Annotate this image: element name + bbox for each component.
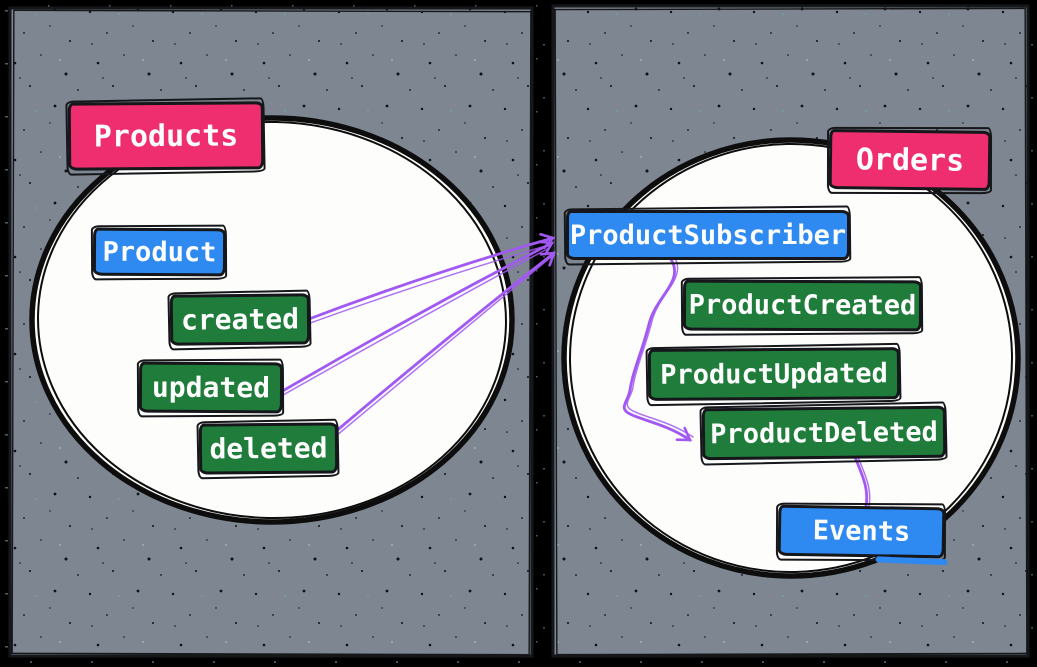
product-deleted-node: ProductDeleted [701, 405, 947, 461]
product-node: Product [92, 227, 227, 277]
product-subscriber-text: ProductSubscriber [569, 219, 847, 251]
arrow-subscriber-to-deleted [622, 256, 693, 442]
updated-node-text: updated [151, 370, 271, 405]
events-node: Events [777, 504, 946, 559]
orders-label-text: Orders [855, 141, 965, 179]
product-node-text: Product [102, 236, 217, 268]
arrow-deleted-to-subscriber [326, 251, 556, 440]
created-node: created [169, 293, 311, 346]
products-context-label: Products [67, 101, 265, 171]
deleted-node: deleted [198, 422, 339, 475]
created-node-text: created [180, 302, 300, 337]
product-updated-node: ProductUpdated [647, 347, 901, 401]
arrows [272, 232, 874, 527]
product-created-node: ProductCreated [682, 279, 923, 332]
arrow-created-to-subscriber-sketch [301, 244, 550, 327]
product-updated-text: ProductUpdated [660, 357, 888, 391]
product-created-text: ProductCreated [688, 289, 917, 322]
arrow-updated-to-subscriber [272, 240, 555, 398]
deleted-node-text: deleted [209, 431, 328, 466]
arrow-created-to-subscriber [299, 232, 556, 324]
product-deleted-text: ProductDeleted [710, 416, 938, 450]
product-subscriber-node: ProductSubscriber [566, 210, 850, 260]
products-label-text: Products [93, 117, 239, 155]
arrow-updated-to-subscriber-sketch [275, 247, 550, 400]
updated-node: updated [138, 361, 284, 414]
events-node-text: Events [812, 515, 911, 548]
orders-context-label: Orders [828, 129, 992, 191]
arrow-deleted-to-subscriber-sketch [329, 256, 552, 442]
